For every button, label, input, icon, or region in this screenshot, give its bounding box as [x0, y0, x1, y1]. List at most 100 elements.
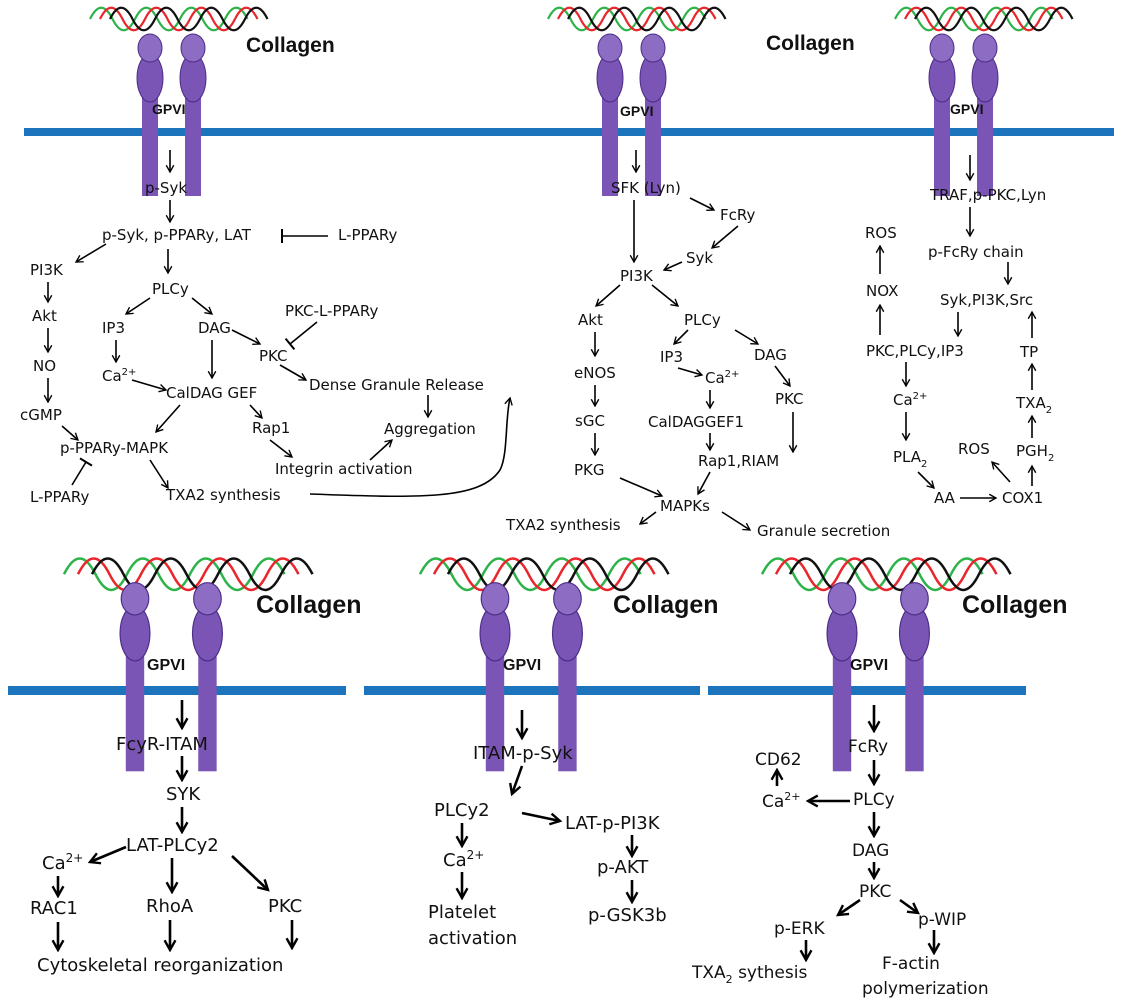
node-cgmp: cGMP: [20, 406, 62, 424]
node-aa: AA: [934, 489, 956, 507]
node-p-akt: p-AKT: [597, 857, 649, 878]
membranes: [8, 128, 1114, 695]
collagen-helix-icon: [62, 557, 314, 592]
gpvi-label: GPVI: [147, 657, 185, 674]
node-pkc: PKC: [775, 390, 804, 408]
node-ros-top: ROS: [865, 224, 897, 242]
node-l-ppary-bottom: L-PPARy: [30, 488, 90, 506]
node-mapks: MAPKs: [660, 497, 710, 515]
node-integrin: Integrin activation: [275, 460, 412, 478]
collagen-label: Collagen: [613, 591, 719, 619]
panel-1: p-Syk p-Syk, p-PPARy, LAT L-PPARy PI3K P…: [20, 150, 513, 506]
node-no: NO: [33, 357, 56, 375]
node-pkc: PKC: [259, 347, 288, 365]
gpvi-label: GPVI: [620, 103, 653, 119]
panel-6: FcRy CD62 Ca2+ PLCy DAG PKC p-ERK p-WIP …: [691, 705, 989, 999]
node-pi3k: PI3K: [30, 261, 64, 279]
collagen-label: Collagen: [246, 34, 335, 57]
panel-4-arrows: [58, 700, 292, 950]
gpvi-receptor-icon: [119, 582, 223, 772]
node-syk-pi3k-src: Syk,PI3K,Src: [940, 291, 1033, 309]
panel-2-arrows: [590, 150, 798, 531]
node-activation: activation: [428, 928, 517, 949]
panel-4: FcyR-ITAM SYK LAT-PLCy2 Ca2+ RAC1 RhoA P…: [30, 700, 302, 976]
node-ca2: Ca2+: [705, 369, 739, 387]
gpvi-label: GPVI: [850, 657, 888, 674]
node-akt: Akt: [578, 311, 603, 329]
node-plcy: PLCy: [684, 311, 721, 329]
node-lat-plcy2: LAT-PLCy2: [126, 835, 219, 856]
node-caldag-gef: CalDAG GEF: [166, 384, 257, 402]
node-plcy2: PLCy2: [434, 800, 490, 821]
node-ip3: IP3: [660, 348, 683, 366]
node-l-ppary-top: L-PPARy: [338, 226, 398, 244]
node-txa2-synthesis: TXA2 synthesis: [165, 486, 281, 504]
node-p-gsk3b: p-GSK3b: [588, 905, 667, 926]
node-sfk-lyn: SFK (Lyn): [611, 179, 681, 197]
membrane-bottom-right: [708, 686, 1026, 695]
collagen-helix-icon: [418, 557, 670, 592]
collagen-label: Collagen: [256, 591, 362, 619]
node-aggregation: Aggregation: [384, 420, 476, 438]
node-platelet: Platelet: [428, 902, 496, 923]
node-pkc-plcy-ip3: PKC,PLCy,IP3: [866, 342, 964, 360]
gpvi-receptor-icon: [596, 33, 667, 196]
node-pkc-l-ppary: PKC-L-PPARy: [285, 302, 378, 320]
node-traf: TRAF,p-PKC,Lyn: [929, 186, 1046, 204]
node-dag: DAG: [198, 319, 231, 337]
node-cox1: COX1: [1002, 489, 1043, 507]
node-dag: DAG: [852, 841, 889, 861]
node-lat-p-pi3k: LAT-p-PI3K: [565, 813, 661, 834]
node-ca2: Ca2+: [102, 367, 136, 385]
membrane-top: [24, 128, 1114, 136]
node-itam-p-syk: ITAM-p-Syk: [473, 743, 573, 764]
node-fcry: FcRy: [720, 206, 755, 224]
node-txa2: TXA2: [1015, 394, 1052, 416]
panel-2: SFK (Lyn) FcRy Syk PI3K Akt PLCy IP3 DAG…: [505, 150, 890, 540]
panel-5-arrows: [462, 710, 632, 902]
gpvi-label: GPVI: [152, 101, 185, 117]
receptors: [119, 33, 999, 772]
node-ca2: Ca2+: [42, 851, 83, 874]
node-granule-secretion: Granule secretion: [757, 522, 890, 540]
node-ros-bottom: ROS: [958, 440, 990, 458]
node-pkg: PKG: [574, 461, 605, 479]
node-txa2-sythesis: TXA2 sythesis: [691, 963, 807, 986]
node-cytoskeletal: Cytoskeletal reorganization: [37, 955, 283, 976]
collagen-helix-icon: [894, 6, 1074, 32]
node-dense-granule: Dense Granule Release: [309, 376, 484, 394]
node-pkc: PKC: [859, 882, 891, 902]
node-nox: NOX: [866, 282, 898, 300]
node-ca2: Ca2+: [762, 790, 801, 812]
node-polymerization: polymerization: [862, 979, 989, 999]
gpvi-label: GPVI: [950, 101, 983, 117]
node-txa2-synthesis: TXA2 synthesis: [505, 516, 621, 534]
node-p-erk: p-ERK: [774, 919, 825, 939]
membrane-bottom-left: [8, 686, 346, 695]
node-dag: DAG: [754, 346, 787, 364]
collagen-helix-icon: [89, 6, 269, 32]
node-p-syk: p-Syk: [145, 179, 187, 197]
gpvi-label: GPVI: [503, 657, 541, 674]
node-rac1: RAC1: [30, 898, 78, 919]
node-pkc: PKC: [268, 896, 302, 917]
node-sgc: sGC: [575, 412, 605, 430]
node-p-ppary-mapk: p-PPARy-MAPK: [60, 439, 169, 457]
node-tp: TP: [1019, 343, 1038, 361]
membrane-bottom-mid: [364, 686, 700, 695]
node-cd62: CD62: [755, 750, 802, 770]
collagen-helix-icon: [547, 6, 727, 32]
gpvi-receptor-icon: [479, 582, 583, 772]
gpvi-receptor-icon: [826, 582, 930, 772]
node-syk: SYK: [166, 784, 201, 805]
node-rhoa: RhoA: [146, 896, 194, 917]
node-ip3: IP3: [102, 319, 125, 337]
node-fcyr-itam: FcyR-ITAM: [116, 734, 208, 755]
node-syk: Syk: [686, 249, 713, 267]
node-psyk-pppary-lat: p-Syk, p-PPARy, LAT: [102, 226, 252, 244]
collagen-label: Collagen: [962, 591, 1068, 619]
collagen-helix-icon: [760, 557, 1012, 592]
panel-1-arrows: [43, 150, 513, 498]
node-pi3k: PI3K: [620, 267, 654, 285]
